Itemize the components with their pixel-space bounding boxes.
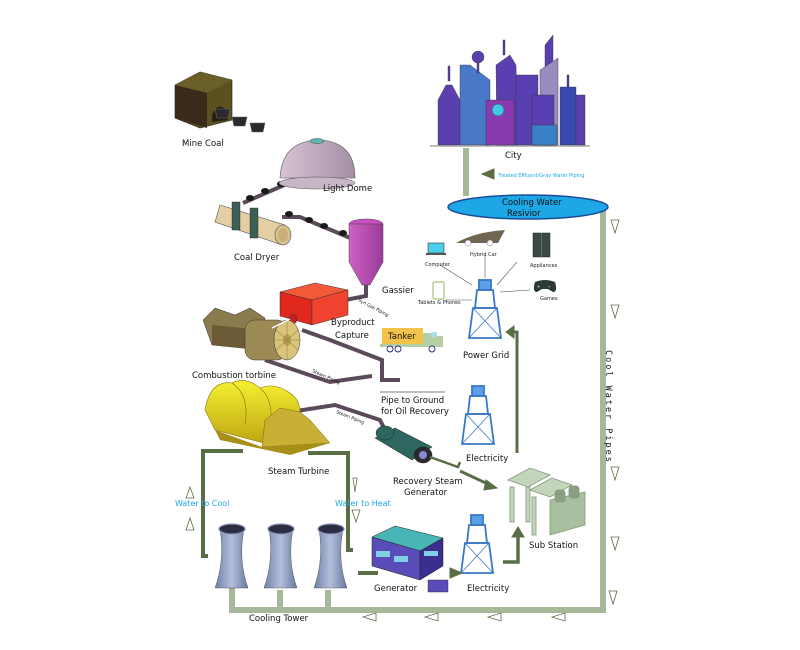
mine-coal-icon xyxy=(174,71,266,133)
flow-arrow-left-icon xyxy=(423,612,439,622)
tablets-phones-icon xyxy=(432,281,445,300)
gassier-icon xyxy=(348,218,384,286)
arrow-electricity-to-substation-icon xyxy=(503,526,525,564)
computer-label: Computer xyxy=(425,262,451,268)
flow-arrow-up-icon xyxy=(185,485,195,499)
water-to-cool-pipe xyxy=(201,449,243,558)
steam-turbine-icon xyxy=(204,380,331,455)
flow-arrow-up-icon xyxy=(185,516,195,531)
flow-arrows xyxy=(185,219,620,622)
generator-label: Generator xyxy=(374,584,418,594)
treated-effluent-label: Treated Effluent/Gray Water Piping xyxy=(497,173,584,179)
arrow-rsg-to-substation-icon xyxy=(429,455,499,491)
recovery-steam-generator-label-1: Recovery Steam xyxy=(393,477,463,487)
flow-arrow-down-icon xyxy=(352,477,358,493)
tanker-label: Tanker xyxy=(387,332,416,342)
games-label: Games xyxy=(540,296,558,302)
arrow-generator-to-electricity-icon xyxy=(449,567,464,579)
cool-water-pipe-loop xyxy=(229,148,606,613)
games-controller-icon: + ∘ xyxy=(533,280,557,292)
sub-station-label: Sub Station xyxy=(529,541,578,551)
cooling-towers-icon xyxy=(214,523,348,589)
hybrid-car-label: Hybrid Car xyxy=(470,252,498,258)
tanker-truck-icon xyxy=(380,328,443,353)
flow-arrow-down-icon xyxy=(608,590,618,606)
pipe-to-ground-label-1: Pipe to Ground xyxy=(381,396,444,406)
flow-arrow-left-icon xyxy=(361,612,377,622)
appliances-label: Appliances xyxy=(530,263,558,269)
coal-dryer-icon xyxy=(214,201,292,246)
electricity-flow-arrows xyxy=(429,168,525,579)
arrow-substation-to-power-grid-icon xyxy=(505,325,519,453)
appliances-icon xyxy=(532,232,551,258)
consumer-links xyxy=(439,255,531,301)
byproduct-capture-label-2: Capture xyxy=(335,331,369,341)
cooling-tower-3 xyxy=(313,523,348,589)
svg-text:∘: ∘ xyxy=(548,284,551,289)
cooling-tower-1 xyxy=(214,523,249,589)
electricity-tower-bottom-icon xyxy=(459,514,495,574)
recovery-steam-generator-icon xyxy=(374,425,433,464)
computer-icon xyxy=(426,242,446,255)
electricity-mid-label: Electricity xyxy=(466,454,508,464)
tablets-phones-label: Tablets & Phones xyxy=(417,300,461,306)
electricity-tower-mid-icon xyxy=(460,385,496,445)
byproduct-capture-icon xyxy=(279,282,349,326)
steam-turbine-label: Steam Turbine xyxy=(268,467,329,477)
flow-arrow-left-icon xyxy=(550,612,566,622)
cool-water-pipes-label: Cool Water Pipes xyxy=(603,350,613,464)
flow-arrow-down-icon xyxy=(610,466,620,482)
water-to-cool-label: Water to Cool xyxy=(175,499,229,508)
flow-arrow-left-icon xyxy=(486,612,502,622)
hybrid-car-icon xyxy=(456,230,505,247)
power-grid-tower-icon xyxy=(467,279,503,339)
flow-arrow-down-icon xyxy=(610,304,620,320)
recovery-steam-generator-label-2: Generator xyxy=(404,488,448,498)
flow-arrow-down-icon xyxy=(610,536,620,552)
mine-coal-label: Mine Coal xyxy=(182,139,224,149)
water-to-heat-pipe xyxy=(308,451,378,575)
generator-icon xyxy=(371,525,449,593)
flow-arrow-down-icon xyxy=(351,509,361,524)
arrow-treated-effluent-icon xyxy=(480,168,495,180)
gassier-label: Gassier xyxy=(382,286,414,296)
reservoir-label-1: Cooling Water xyxy=(502,198,562,208)
flow-arrow-down-icon xyxy=(610,219,620,235)
combustion-turbine-icon xyxy=(202,307,301,361)
light-dome-label: Light Dome xyxy=(323,184,372,194)
electricity-bottom-label: Electricity xyxy=(467,584,509,594)
coal-conveyor xyxy=(242,171,400,431)
svg-text:+: + xyxy=(537,284,540,289)
power-grid-label: Power Grid xyxy=(463,351,509,361)
combustion-turbine-label: Combustion torbine xyxy=(192,371,276,381)
city-skyline-icon xyxy=(430,34,590,147)
syn-gas-piping-label: Syn Gas Piping xyxy=(357,297,390,318)
pipe-to-ground-label-2: for Oil Recovery xyxy=(381,407,449,417)
byproduct-capture-label-1: Byproduct xyxy=(331,318,375,328)
sub-station-icon xyxy=(507,467,586,536)
city-label: City xyxy=(505,151,522,161)
reservoir-label-2: Resivior xyxy=(507,209,541,219)
cooling-tower-2 xyxy=(263,523,298,589)
cooling-tower-label: Cooling Tower xyxy=(249,614,309,624)
cooling-water-reservoir-icon xyxy=(447,194,609,220)
coal-dryer-label: Coal Dryer xyxy=(234,253,280,263)
water-to-heat-label: Water to Heat xyxy=(335,499,391,508)
light-dome-icon xyxy=(278,138,356,190)
